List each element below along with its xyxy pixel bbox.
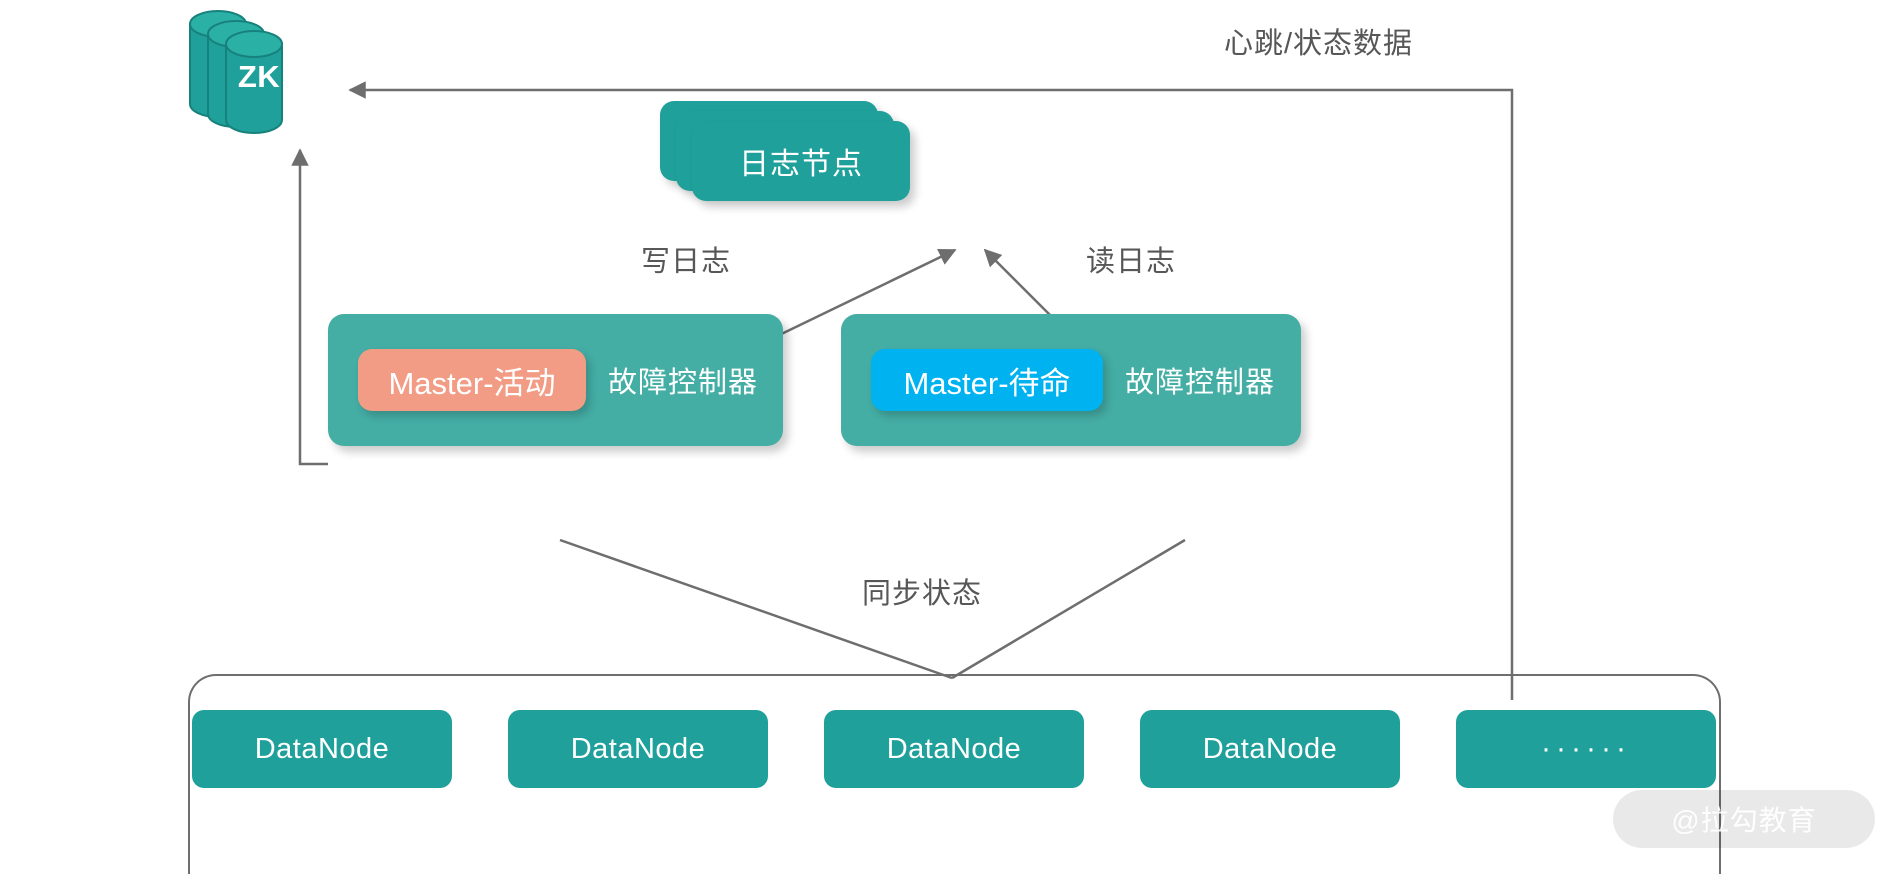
datanode-1[interactable]: DataNode [192, 710, 452, 788]
edge-label-read-log: 读日志 [1086, 246, 1177, 278]
master-active-state-badge[interactable]: Master-活动 [358, 349, 586, 411]
watermark: @拉勾教育 [1613, 790, 1875, 848]
journal-node-group[interactable]: 日志节点 [660, 101, 910, 201]
edge-label-write-log: 写日志 [641, 246, 732, 278]
edge-zk-register [291, 148, 328, 466]
edge-label-sync-state: 同步状态 [862, 578, 983, 610]
master-standby-role-label: 故障控制器 [1125, 367, 1276, 399]
master-standby-node[interactable]: Master-待命 故障控制器 [841, 314, 1301, 446]
datanode-3[interactable]: DataNode [824, 710, 1084, 788]
zk-label: ZK [237, 59, 281, 94]
datanode-more[interactable]: ······ [1456, 710, 1716, 788]
journal-node-label: 日志节点 [739, 148, 863, 181]
edge-label-heartbeat: 心跳/状态数据 [1224, 28, 1414, 60]
edge-sync-right [951, 538, 1186, 680]
datanode-rack-outline [188, 674, 1721, 874]
master-standby-state-badge[interactable]: Master-待命 [871, 349, 1103, 411]
master-active-node[interactable]: Master-活动 故障控制器 [328, 314, 783, 446]
zookeeper-node[interactable]: ZK [182, 2, 312, 134]
master-active-role-label: 故障控制器 [608, 367, 759, 399]
datanode-2[interactable]: DataNode [508, 710, 768, 788]
journal-node-card-front[interactable]: 日志节点 [692, 121, 910, 201]
datanode-4[interactable]: DataNode [1140, 710, 1400, 788]
zk-cylinder-icon [189, 10, 283, 134]
